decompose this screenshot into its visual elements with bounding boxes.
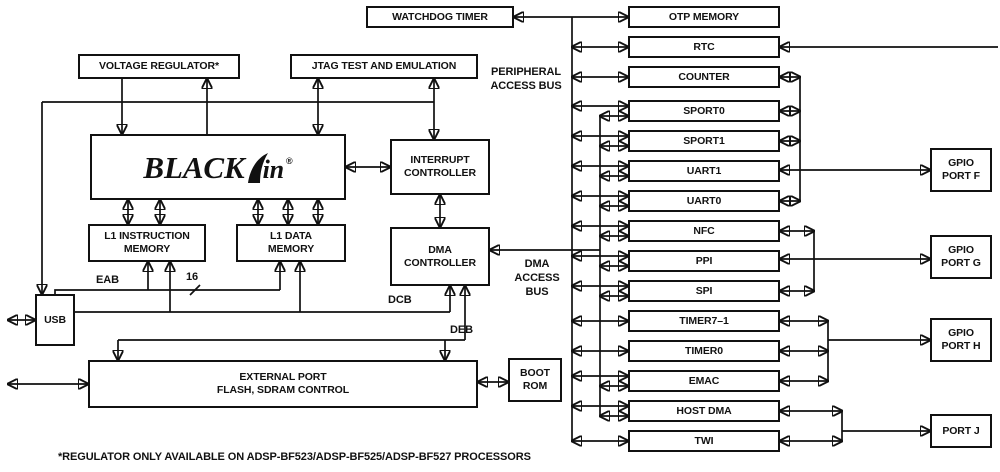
block-label: GPIO [948,244,974,257]
block-label: PORT G [941,257,981,269]
blackfin-logo: BLACK in ® [143,149,293,185]
block-label: ROM [522,380,548,392]
block-rtc: RTC [628,36,780,58]
block-gpio-port-g: GPIO PORT G [930,235,992,279]
block-port-j: PORT J [930,414,992,448]
label-line: ACCESS [514,271,560,284]
label-deb: DEB [450,324,473,338]
block-emac: EMAC [628,370,780,392]
label-line: DEB [450,324,473,336]
block-l1-data-memory: L1 DATA MEMORY [236,224,346,262]
label-line: PERIPHERAL [491,66,561,78]
label-line: DMA [524,258,550,270]
block-label: GPIO [948,327,974,340]
block-label: UART0 [686,194,722,207]
block-l1-instruction-memory: L1 INSTRUCTION MEMORY [88,224,206,262]
block-label: MEMORY [123,243,171,255]
label-dcb: DCB [388,294,412,308]
label-dma-access-bus: DMA ACCESS BUS [505,258,569,299]
external-io-arrows [8,47,998,384]
block-label: TIMER7–1 [679,314,729,327]
block-label: PORT J [942,424,980,437]
block-nfc: NFC [628,220,780,242]
block-label: BOOT [520,367,550,380]
block-sport0: SPORT0 [628,100,780,122]
block-label: INTERRUPT [410,154,470,167]
block-label: DMA [428,243,452,256]
block-label: FLASH, SDRAM CONTROL [216,384,350,396]
block-label: SPORT1 [683,134,725,147]
block-gpio-port-h: GPIO PORT H [930,318,992,362]
block-ppi: PPI [628,250,780,272]
block-label: WATCHDOG TIMER [392,10,488,23]
block-dma-controller: DMA CONTROLLER [390,227,490,286]
block-label: SPORT0 [683,104,725,117]
block-watchdog-timer: WATCHDOG TIMER [366,6,514,28]
shark-fin-icon [247,152,268,183]
block-label: L1 DATA [269,230,313,243]
block-label: EXTERNAL PORT [239,371,327,384]
block-label: UART1 [686,164,722,177]
label-line: EAB [96,274,119,286]
label-line: 16 [186,271,199,283]
block-label: COUNTER [678,70,730,83]
block-interrupt-controller: INTERRUPT CONTROLLER [390,139,490,195]
memory-bus-wiring [54,262,465,360]
block-label: JTAG TEST AND EMULATION [311,60,457,73]
block-uart0: UART0 [628,190,780,212]
block-label: PORT H [941,340,981,352]
label-line: BUS [525,285,549,298]
block-uart1: UART1 [628,160,780,182]
block-boot-rom: BOOT ROM [508,358,562,402]
block-label: VOLTAGE REGULATOR* [99,60,219,73]
block-sport1: SPORT1 [628,130,780,152]
block-twi: TWI [628,430,780,452]
registered-mark: ® [286,155,293,166]
block-otp-memory: OTP MEMORY [628,6,780,28]
block-label: CONTROLLER [404,167,476,179]
footnote-regulator-availability: *REGULATOR ONLY AVAILABLE ON ADSP-BF523/… [58,451,531,463]
dma-access-bus-wiring [490,116,628,416]
block-label: OTP MEMORY [668,10,740,23]
block-gpio-port-f: GPIO PORT F [930,148,992,192]
block-label: MEMORY [267,243,315,255]
block-blackfin-core: BLACK in ® [90,134,346,200]
block-label: TWI [694,434,714,447]
label-bus-width-16: 16 [186,271,198,285]
logo-text-in: in [262,154,285,184]
block-label: HOST DMA [676,404,732,417]
block-label: SPI [695,284,713,297]
peripheral-access-bus-wiring [514,17,628,441]
block-spi: SPI [628,280,780,302]
logo-text-black: BLACK [143,149,245,185]
block-counter: COUNTER [628,66,780,88]
core-interconnect-wiring [42,79,440,294]
block-timer7-1: TIMER7–1 [628,310,780,332]
label-line: ACCESS BUS [490,79,562,92]
block-label: RTC [693,40,715,53]
block-label: PPI [695,254,713,267]
block-label: TIMER0 [685,344,723,357]
block-external-port: EXTERNAL PORT FLASH, SDRAM CONTROL [88,360,478,408]
label-eab: EAB [96,274,119,288]
block-timer0: TIMER0 [628,340,780,362]
block-usb: USB [35,294,75,346]
block-label: PORT F [942,170,980,182]
block-label: USB [44,313,66,326]
gpio-port-wiring [780,77,930,441]
label-peripheral-access-bus: PERIPHERAL ACCESS BUS [480,66,572,94]
block-jtag-test-emulation: JTAG TEST AND EMULATION [290,54,478,79]
block-voltage-regulator: VOLTAGE REGULATOR* [78,54,240,79]
block-label: L1 INSTRUCTION [104,230,190,243]
block-label: GPIO [948,157,974,170]
block-label: EMAC [688,374,720,387]
block-host-dma: HOST DMA [628,400,780,422]
label-line: DCB [388,294,412,306]
block-label: NFC [693,224,715,237]
block-label: CONTROLLER [404,256,476,269]
